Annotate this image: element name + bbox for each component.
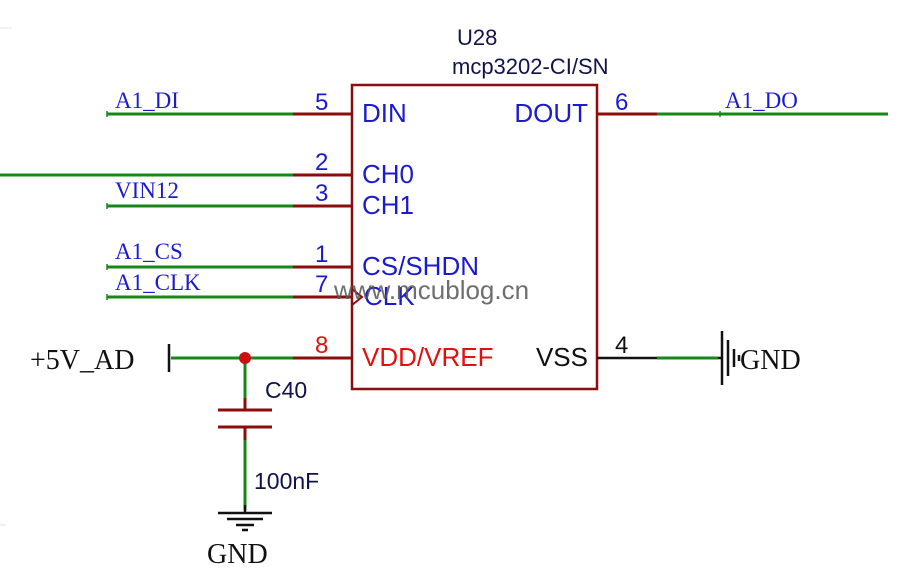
pin-number-ch1: 3 [315, 180, 328, 207]
ground-symbol-right[interactable] [718, 331, 741, 385]
pin-number-cs: 1 [315, 241, 328, 268]
pin-name-vdd: VDD/VREF [362, 342, 493, 372]
net-label-vin12: VIN12 [115, 178, 179, 203]
clock-marker-icon [351, 288, 364, 306]
ic-pins [293, 112, 657, 360]
pin-name-ch1: CH1 [362, 190, 414, 220]
power-port-5v-ad[interactable]: +5V_AD [30, 344, 171, 376]
component-designator: U28 [457, 25, 497, 50]
capacitor-value: 100nF [254, 468, 319, 494]
ic-body-u28[interactable] [350, 83, 599, 391]
net-label-a1-cs: A1_CS [115, 239, 183, 264]
net-label-a1-di: A1_DI [115, 88, 179, 113]
ground-label-right: GND [740, 345, 801, 376]
pin-name-ch0: CH0 [362, 159, 414, 189]
pin-name-dout: DOUT [514, 98, 588, 128]
pin-number-clk: 7 [315, 271, 328, 298]
pin-name-vss: VSS [536, 342, 588, 372]
wires [0, 112, 888, 510]
watermark-text: www.mcublog.cn [333, 275, 529, 305]
component-part-number: mcp3202-CI/SN [452, 54, 609, 79]
power-port-label: +5V_AD [30, 345, 134, 376]
pin-number-vss: 4 [615, 332, 628, 359]
ground-symbol-bottom[interactable] [218, 505, 272, 532]
capacitor-designator: C40 [265, 377, 307, 403]
pin-number-vdd: 8 [315, 332, 328, 359]
net-label-a1-clk: A1_CLK [115, 270, 201, 295]
pin-number-din: 5 [315, 89, 328, 116]
pin-name-clk: CLK [364, 281, 415, 311]
pin-name-cs: CS/SHDN [362, 251, 479, 281]
capacitor-c40[interactable] [218, 398, 272, 440]
pin-name-din: DIN [362, 98, 407, 128]
ground-label-bottom: GND [207, 539, 268, 570]
junction-dot [239, 352, 251, 364]
wire-end-markers [106, 111, 721, 300]
pin-number-dout: 6 [615, 89, 628, 116]
pin-number-ch0: 2 [315, 149, 328, 176]
net-label-a1-do: A1_DO [725, 88, 798, 113]
